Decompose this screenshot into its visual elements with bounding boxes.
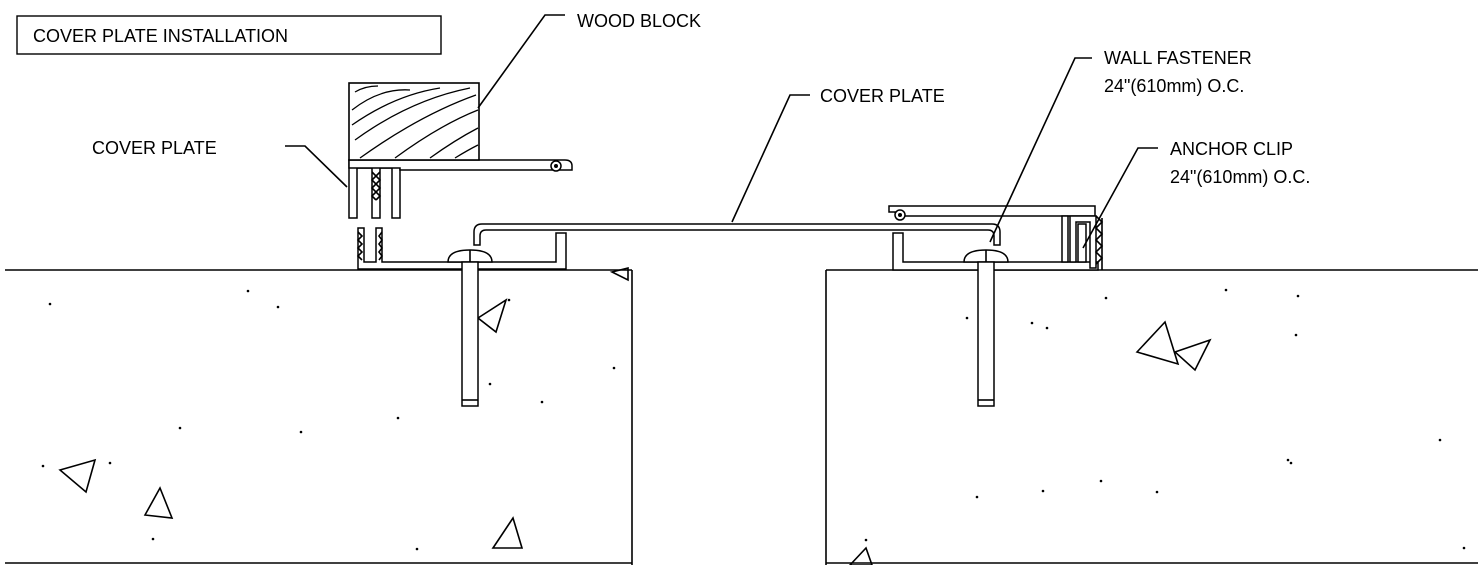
left-wall-fastener <box>447 249 493 407</box>
cover-plate-left-label: COVER PLATE <box>92 138 217 158</box>
anchor-clip-label: ANCHOR CLIP <box>1170 139 1293 159</box>
anchor-clip-spacing-label: 24"(610mm) O.C. <box>1170 167 1310 187</box>
leader-lines <box>285 14 1158 249</box>
wood-block-label: WOOD BLOCK <box>577 11 701 31</box>
left-cover-plate-profile <box>348 159 573 219</box>
wall-fastener-label: WALL FASTENER <box>1104 48 1252 68</box>
center-cover-plate <box>473 223 1001 246</box>
left-frame-profile <box>356 227 567 270</box>
title-box: COVER PLATE INSTALLATION <box>16 15 442 55</box>
wood-block <box>348 82 480 161</box>
title-text: COVER PLATE INSTALLATION <box>33 26 288 46</box>
right-wall-fastener <box>963 249 1009 407</box>
concrete-slab-right <box>825 270 1478 565</box>
wall-fastener-spacing-label: 24"(610mm) O.C. <box>1104 76 1244 96</box>
cover-plate-center-label: COVER PLATE <box>820 86 945 106</box>
concrete-slab-left <box>5 266 633 565</box>
